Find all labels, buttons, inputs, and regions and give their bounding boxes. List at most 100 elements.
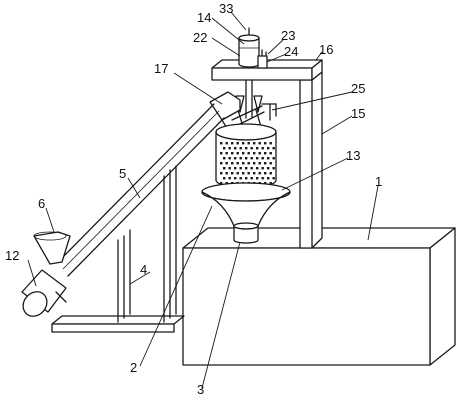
drum-hole [264,182,267,185]
discharge-pipe [233,222,259,244]
drum-hole [261,167,264,170]
drum-hole [223,177,226,180]
drum-hole [228,157,231,160]
drum-hole [264,152,267,155]
drum-hole [225,182,228,185]
drum-hole [250,157,253,160]
drum-hole [223,157,226,160]
drum-hole [247,172,250,175]
drum-hole [228,177,231,180]
label-23: 23 [281,28,295,43]
drum-hole [223,147,226,150]
drum-hole [220,172,223,175]
drum-hole [220,182,223,185]
drum-hole [267,157,270,160]
drum-hole [239,177,242,180]
label-22: 22 [193,30,207,45]
drum-hole [245,167,248,170]
drum-hole [253,152,256,155]
drum-hole [272,157,275,160]
drum-hole [258,162,261,165]
drum-hole [245,147,248,150]
drum-hole [258,152,261,155]
drum-hole [242,162,245,165]
perforated-drum [215,123,277,189]
drum-hole [225,152,228,155]
drum-hole [250,167,253,170]
drum-hole [231,172,234,175]
label-13: 13 [346,148,360,163]
label-15: 15 [351,106,365,121]
drum-hole [247,152,250,155]
drum-hole [261,177,264,180]
drum-hole [269,162,272,165]
conveyor-motor [21,269,67,317]
drum-hole [239,147,242,150]
drum-hole [242,172,245,175]
drum-hole [267,167,270,170]
drum-hole [225,142,228,145]
label-3: 3 [197,382,204,397]
label-4: 4 [140,262,147,277]
drum-hole [220,142,223,145]
drum-hole [225,162,228,165]
drum-hole [242,142,245,145]
drum-hole [267,177,270,180]
drum-hole [256,157,259,160]
drum-hole [264,162,267,165]
drum-hole [242,152,245,155]
drum-hole [245,157,248,160]
drum-hole [247,142,250,145]
label-17: 17 [154,61,168,76]
drum-hole [250,147,253,150]
label-6: 6 [38,196,45,211]
drum-hole [272,147,275,150]
funnel [201,182,291,227]
support-posts [51,165,185,333]
drum-hole [272,167,275,170]
drum-hole [220,162,223,165]
drum-hole [250,177,253,180]
drum-hole [269,142,272,145]
drum-hole [256,177,259,180]
drum-hole [258,172,261,175]
label-12: 12 [5,248,19,263]
feed-hopper [33,231,71,265]
drum-hole [261,147,264,150]
drum-hole [267,147,270,150]
label-1: 1 [375,174,382,189]
drum-hole [256,167,259,170]
drum-hole [228,167,231,170]
drum-hole [223,167,226,170]
drum-hole [236,172,239,175]
drum-hole [234,147,237,150]
label-14: 14 [197,10,211,25]
drum-hole [234,157,237,160]
label-16: 16 [319,42,333,57]
drum-hole [228,147,231,150]
drum-hole [231,142,234,145]
drum-hole [253,162,256,165]
label-2: 2 [130,360,137,375]
drum-hole [225,172,228,175]
drum-hole [258,142,261,145]
drum-hole [231,162,234,165]
drum-hole [269,172,272,175]
drum-hole [253,142,256,145]
motor [238,27,260,68]
label-25: 25 [351,81,365,96]
label-33: 33 [219,1,233,16]
support-column [299,71,323,249]
inclined-conveyor [57,103,225,277]
label-24: 24 [284,44,298,59]
drum-hole [264,142,267,145]
reference-numerals: 33 14 22 23 24 16 17 25 15 13 1 5 6 4 12… [5,1,382,397]
drum-hole [245,177,248,180]
drum-hole [272,177,275,180]
drum-hole [261,157,264,160]
drum-hole [231,152,234,155]
label-5: 5 [119,166,126,181]
leader-lines [27,11,379,389]
drum-hole [269,182,272,185]
